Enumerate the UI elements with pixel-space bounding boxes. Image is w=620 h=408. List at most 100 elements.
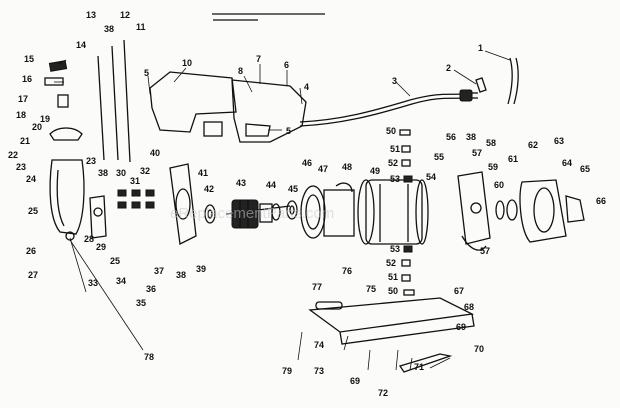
label-30: 30 — [116, 168, 126, 178]
label-6: 6 — [284, 60, 289, 70]
hardware-stack — [117, 189, 155, 209]
label-38: 38 — [104, 24, 114, 34]
label-38b: 38 — [98, 168, 108, 178]
label-25b: 25 — [110, 256, 120, 266]
label-60: 60 — [494, 180, 504, 190]
label-26: 26 — [26, 246, 36, 256]
watermark: eReplacementParts.com — [170, 205, 334, 222]
label-25: 25 — [28, 206, 38, 216]
cord-and-plug — [299, 57, 519, 127]
label-46: 46 — [302, 158, 312, 168]
label-5b: 5 — [144, 68, 149, 78]
label-68: 68 — [464, 302, 474, 312]
label-69b: 69 — [350, 376, 360, 386]
label-12: 12 — [120, 10, 130, 20]
base-plate — [308, 297, 475, 373]
label-22: 22 — [8, 150, 18, 160]
label-58: 58 — [486, 138, 496, 148]
handle-assembly — [149, 71, 307, 143]
label-54: 54 — [426, 172, 436, 182]
label-28: 28 — [84, 234, 94, 244]
label-4: 4 — [304, 82, 309, 92]
part-labels: 1 2 3 4 5 5 6 7 8 10 11 12 13 14 15 16 1… — [8, 10, 606, 398]
label-23: 23 — [16, 162, 26, 172]
label-61: 61 — [508, 154, 518, 164]
label-27: 27 — [28, 270, 38, 280]
switch-assembly — [457, 171, 491, 251]
label-39: 39 — [196, 264, 206, 274]
label-37: 37 — [154, 266, 164, 276]
label-77: 77 — [312, 282, 322, 292]
label-21: 21 — [20, 136, 30, 146]
label-53: 53 — [390, 174, 400, 184]
label-66: 66 — [596, 196, 606, 206]
label-76: 76 — [342, 266, 352, 276]
label-29: 29 — [96, 242, 106, 252]
label-7: 7 — [256, 54, 261, 64]
label-5: 5 — [286, 126, 291, 136]
label-78: 78 — [144, 352, 154, 362]
label-64: 64 — [562, 158, 572, 168]
label-35: 35 — [136, 298, 146, 308]
blade-clamp — [89, 195, 107, 239]
label-65: 65 — [580, 164, 590, 174]
brush-assembly — [399, 129, 415, 296]
label-42: 42 — [204, 184, 214, 194]
switch-parts — [44, 60, 83, 141]
label-43: 43 — [236, 178, 246, 188]
tie-rods — [97, 39, 131, 163]
label-32: 32 — [140, 166, 150, 176]
label-11: 11 — [136, 22, 146, 32]
label-70: 70 — [474, 344, 484, 354]
label-23b: 23 — [86, 156, 96, 166]
label-13: 13 — [86, 10, 96, 20]
washers — [271, 200, 298, 221]
gear-plate — [169, 163, 197, 245]
label-17: 17 — [18, 94, 28, 104]
label-48: 48 — [342, 162, 352, 172]
label-50b: 50 — [388, 286, 398, 296]
label-74: 74 — [314, 340, 324, 350]
label-40: 40 — [150, 148, 160, 158]
label-44: 44 — [266, 180, 276, 190]
label-36: 36 — [146, 284, 156, 294]
label-59: 59 — [488, 162, 498, 172]
label-1: 1 — [478, 43, 483, 53]
label-47: 47 — [318, 164, 328, 174]
label-55: 55 — [434, 152, 444, 162]
label-8: 8 — [238, 66, 243, 76]
label-62: 62 — [528, 140, 538, 150]
label-75: 75 — [366, 284, 376, 294]
label-16: 16 — [22, 74, 32, 84]
label-41: 41 — [198, 168, 208, 178]
label-33: 33 — [88, 278, 98, 288]
label-67: 67 — [454, 286, 464, 296]
label-31: 31 — [130, 176, 140, 186]
end-cap-assembly — [495, 179, 585, 243]
label-3: 3 — [392, 76, 397, 86]
label-79: 79 — [282, 366, 292, 376]
label-57: 57 — [472, 148, 482, 158]
label-20: 20 — [32, 122, 42, 132]
label-15: 15 — [24, 54, 34, 64]
label-18: 18 — [16, 110, 26, 120]
label-52: 52 — [388, 158, 398, 168]
label-50: 50 — [386, 126, 396, 136]
label-10: 10 — [182, 58, 192, 68]
label-53b: 53 — [390, 244, 400, 254]
label-71: 71 — [414, 362, 424, 372]
gear-housing-left — [49, 159, 85, 241]
label-69: 69 — [456, 322, 466, 332]
label-34: 34 — [116, 276, 126, 286]
label-49: 49 — [370, 166, 380, 176]
label-45: 45 — [288, 184, 298, 194]
label-51: 51 — [390, 144, 400, 154]
label-38d: 38 — [466, 132, 476, 142]
label-56: 56 — [446, 132, 456, 142]
leader-lines — [54, 50, 511, 371]
label-2: 2 — [446, 63, 451, 73]
label-19: 19 — [40, 114, 50, 124]
label-24: 24 — [26, 174, 36, 184]
